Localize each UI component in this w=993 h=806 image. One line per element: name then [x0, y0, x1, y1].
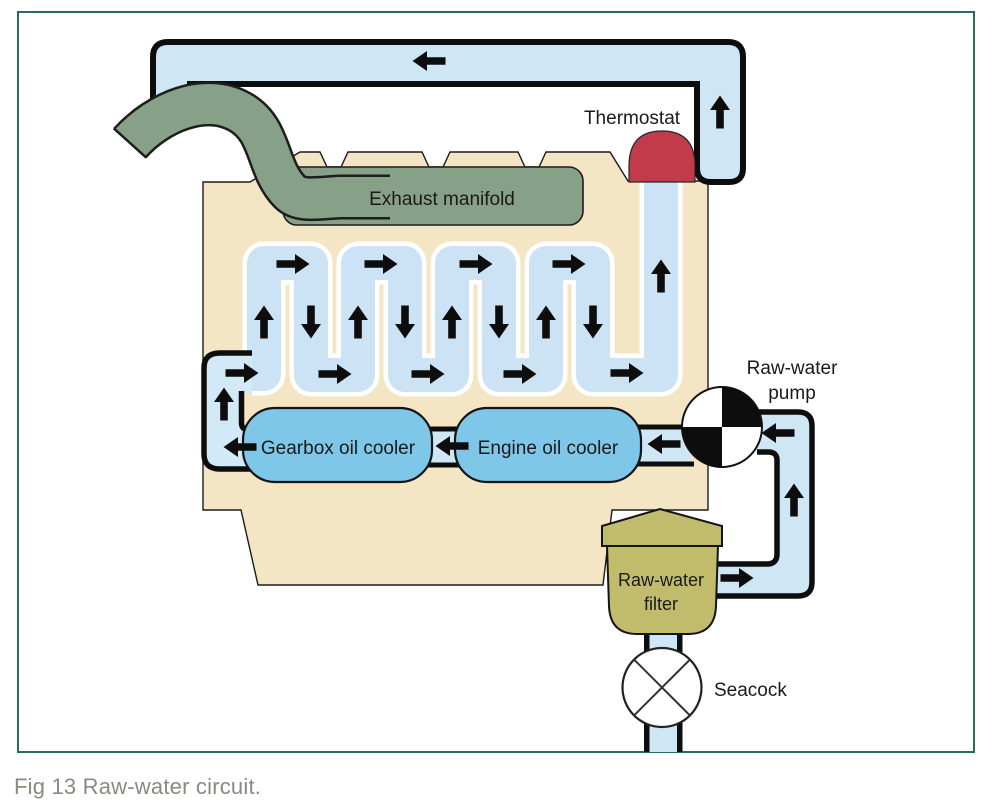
seacock-valve-icon: [621, 646, 703, 729]
serpentine-cooling-passages: [228, 172, 683, 397]
engine-oil-cooler: Engine oil cooler: [453, 406, 643, 484]
raw-water-pump-label-line2: pump: [768, 383, 816, 404]
pump-suction-piping: [712, 409, 815, 599]
figure-caption: Fig 13 Raw-water circuit.: [14, 774, 261, 799]
exhaust-hose: [112, 81, 402, 222]
exhaust-manifold-label: Exhaust manifold: [369, 189, 515, 210]
seacock-label: Seacock: [714, 680, 787, 701]
raw-water-filter-label-line2: filter: [644, 594, 678, 614]
raw-water-filter: Raw-water filter: [601, 507, 723, 635]
figure-border: [17, 11, 975, 753]
gearbox-oil-cooler-label: Gearbox oil cooler: [261, 438, 416, 459]
thermostat-dome-icon: [628, 130, 696, 183]
exhaust-discharge-pipe: [150, 39, 746, 185]
thermostat-label: Thermostat: [584, 108, 681, 129]
gearbox-oil-cooler: Gearbox oil cooler: [241, 406, 434, 484]
raw-water-pump-icon: [681, 386, 763, 468]
engine-oil-cooler-label: Engine oil cooler: [478, 438, 619, 459]
raw-water-pump-label-line1: Raw-water: [747, 358, 838, 379]
raw-water-filter-label-line1: Raw-water: [618, 570, 704, 590]
